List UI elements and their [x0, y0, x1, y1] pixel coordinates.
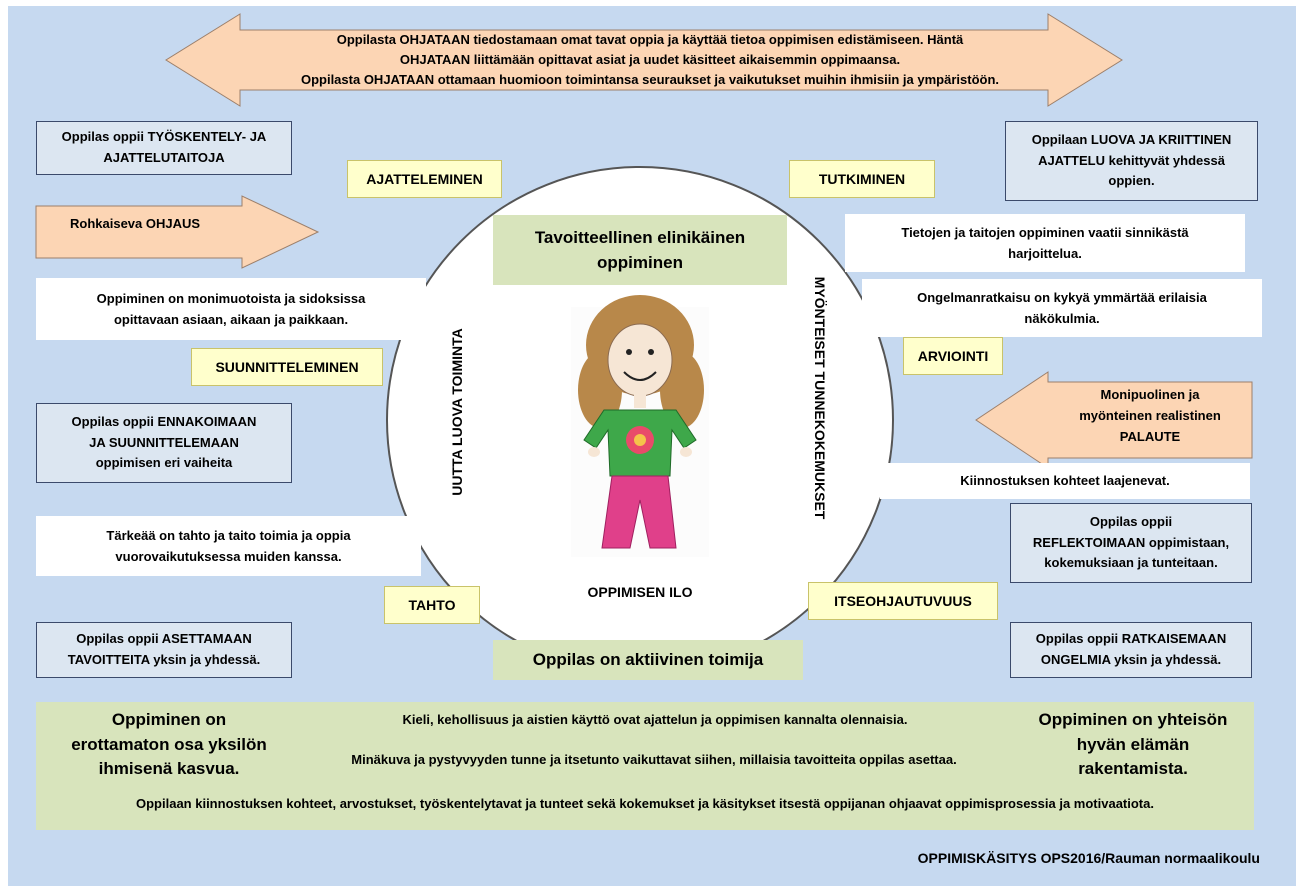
label-ajatteleminen: AJATTELEMINEN [347, 160, 502, 198]
right-arrow-line-3: PALAUTE [1119, 429, 1181, 445]
bottom-right-line-1: Oppiminen on yhteisön [1038, 710, 1228, 729]
box-ennakoimaan-line-3: oppimisen eri vaiheita [95, 455, 233, 471]
bottom-panel: Oppiminen on erottamaton osa yksilön ihm… [36, 702, 1254, 830]
box-ennakoimaan: Oppilas oppii ENNAKOIMAAN JA SUUNNITTELE… [36, 403, 292, 483]
box-luova-line-2: AJATTELU kehittyvät yhdessä [1038, 152, 1225, 168]
goal-lifelong-learning: Tavoitteellinen elinikäinen oppiminen [493, 215, 787, 285]
box-reflektoimaan-line-3: kokemuksiaan ja tunteitaan. [1044, 555, 1218, 571]
child-figure-image [571, 295, 709, 557]
left-arrow-ohjaus [35, 195, 320, 269]
bottom-left-statement: Oppiminen on erottamaton osa yksilön ihm… [38, 708, 300, 782]
text-ongelmanratkaisu-line-1: Ongelmanratkaisu on kykyä ymmärtää erila… [917, 289, 1207, 305]
box-tyoskentely-line-1: Oppilas oppii TYÖSKENTELY- JA [61, 129, 267, 145]
bottom-center-line-1: Kieli, kehollisuus ja aistien käyttö ova… [402, 712, 908, 727]
right-arrow-text: Monipuolinen ja myönteinen realistinen P… [1048, 384, 1252, 447]
bottom-right-statement: Oppiminen on yhteisön hyvän elämän raken… [1010, 708, 1256, 782]
footer-credit: OPPIMISKÄSITYS OPS2016/Rauman normaaliko… [917, 850, 1260, 866]
label-tahto: TAHTO [384, 586, 480, 624]
active-learner-box: Oppilas on aktiivinen toimija [493, 640, 803, 680]
box-ratkaisemaan-line-1: Oppilas oppii RATKAISEMAAN [1035, 631, 1227, 647]
top-arrow-line-3: Oppilasta OHJATAAN ottamaan huomioon toi… [300, 72, 1000, 88]
box-tyoskentely-ajattelutaidot: Oppilas oppii TYÖSKENTELY- JA AJATTELUTA… [36, 121, 292, 175]
bottom-right-line-3: rakentamista. [1078, 759, 1188, 779]
bottom-left-line-3: ihmisenä kasvua. [98, 759, 240, 779]
text-tahto-line-2: vuorovaikutuksessa muiden kanssa. [115, 549, 342, 564]
label-tutkiminen: TUTKIMINEN [789, 160, 935, 198]
top-arrow-text: Oppilasta OHJATAAN tiedostamaan omat tav… [210, 30, 1090, 90]
bottom-left-line-2: erottamaton osa yksilön [71, 734, 267, 754]
text-tietojen-taitojen: Tietojen ja taitojen oppiminen vaatii si… [845, 214, 1245, 272]
box-reflektoimaan: Oppilas oppii REFLEKTOIMAAN oppimistaan,… [1010, 503, 1252, 583]
uutta-luova-toiminta-label: UUTTA LUOVA TOIMINTA [449, 328, 465, 495]
bottom-full-line: Oppilaan kiinnostuksen kohteet, arvostuk… [136, 796, 1154, 811]
goal-line-2: oppiminen [597, 253, 683, 272]
box-reflektoimaan-line-2: REFLEKTOIMAAN oppimistaan, [1032, 534, 1230, 550]
label-suunnitteleminen: SUUNNITTELEMINEN [191, 348, 383, 386]
top-arrow-line-1: Oppilasta OHJATAAN tiedostamaan omat tav… [336, 32, 964, 47]
box-tyoskentely-line-2: AJATTELUTAITOJA [103, 150, 225, 165]
right-arrow-palaute [975, 371, 1253, 469]
text-tietojen-line-2: harjoittelua. [1008, 246, 1082, 261]
box-asettamaan-line-1: Oppilas oppii ASETTAMAAN [76, 631, 252, 647]
right-arrow-line-2: myönteinen realistinen [1079, 408, 1221, 424]
box-ennakoimaan-line-2: JA SUUNNITTELEMAAN [89, 434, 239, 450]
right-arrow-line-1: Monipuolinen ja [1100, 387, 1200, 402]
top-arrow-line-2: OHJATAAN liittämään opittavat asiat ja u… [399, 52, 901, 68]
text-ongelmanratkaisu: Ongelmanratkaisu on kykyä ymmärtää erila… [862, 279, 1262, 337]
bottom-right-line-2: hyvän elämän [1076, 734, 1190, 754]
text-tahto-line-1: Tärkeää on tahto ja taito toimia ja oppi… [106, 527, 351, 543]
goal-line-1: Tavoitteellinen elinikäinen [534, 227, 746, 247]
text-ongelmanratkaisu-line-2: näkökulmia. [1024, 311, 1100, 326]
box-ratkaisemaan-ongelmia: Oppilas oppii RATKAISEMAAN ONGELMIA yksi… [1010, 622, 1252, 678]
text-monimuotoista: Oppiminen on monimuotoista ja sidoksissa… [36, 278, 426, 340]
text-monimuotoista-line-2: opittavaan asiaan, aikaan ja paikkaan. [113, 312, 349, 327]
bottom-left-line-1: Oppiminen on [111, 710, 227, 729]
label-arviointi: ARVIOINTI [903, 337, 1003, 375]
text-monimuotoista-line-1: Oppiminen on monimuotoista ja sidoksissa [96, 290, 366, 306]
text-tietojen-line-1: Tietojen ja taitojen oppiminen vaatii si… [901, 224, 1189, 240]
bottom-center-line-2: Minäkuva ja pystyvyyden tunne ja itsetun… [351, 752, 957, 767]
text-tahto-taito: Tärkeää on tahto ja taito toimia ja oppi… [36, 516, 421, 576]
text-kiinnostuksen-kohteet: Kiinnostuksen kohteet laajenevat. [880, 463, 1250, 499]
box-reflektoimaan-line-1: Oppilas oppii [1089, 513, 1173, 529]
label-itseohjautuvuus: ITSEOHJAUTUVUUS [808, 582, 998, 620]
box-luova-kriittinen-ajattelu: Oppilaan LUOVA JA KRIITTINEN AJATTELU ke… [1005, 121, 1258, 201]
left-arrow-label: Rohkaiseva OHJAUS [70, 216, 201, 231]
box-luova-line-1: Oppilaan LUOVA JA KRIITTINEN [1031, 131, 1232, 147]
box-ratkaisemaan-line-2: ONGELMIA yksin ja yhdessä. [1040, 652, 1222, 667]
myonteiset-tunnekokemukset-label: MYÖNTEISET TUNNEKOKEMUKSET [812, 277, 828, 520]
top-double-arrow [165, 13, 1123, 107]
box-asettamaan-tavoitteita: Oppilas oppii ASETTAMAAN TAVOITTEITA yks… [36, 622, 292, 678]
box-asettamaan-line-2: TAVOITTEITA yksin ja yhdessä. [67, 652, 261, 667]
oppimisen-ilo-label: OPPIMISEN ILO [587, 584, 693, 600]
box-luova-line-3: oppien. [1108, 173, 1155, 189]
box-ennakoimaan-line-1: Oppilas oppii ENNAKOIMAAN [71, 413, 257, 429]
